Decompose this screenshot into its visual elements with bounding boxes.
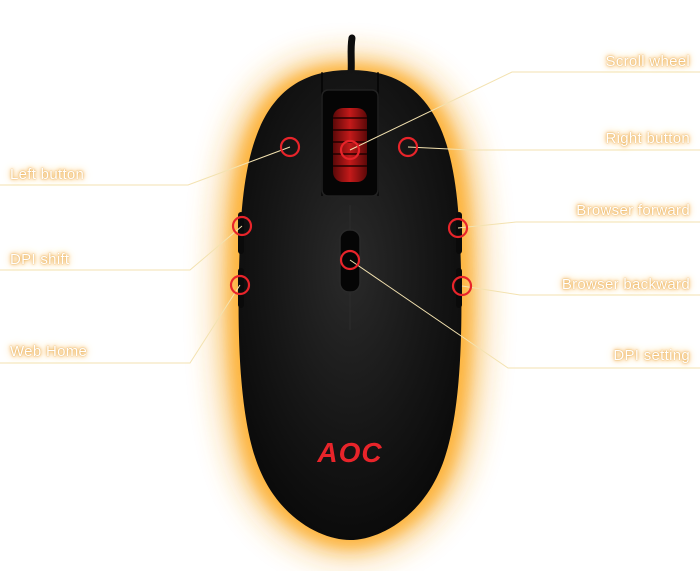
label-left-button: Left button [10,166,85,183]
label-browser-forward: Browser forward [576,202,690,219]
marker-browser-forward [447,217,469,239]
marker-dpi-setting [339,249,361,271]
label-browser-backward: Browser backward [561,276,690,293]
leader-dpi-shift [0,225,243,271]
side-button-right-upper[interactable] [456,212,462,254]
dpi-button[interactable] [339,229,361,293]
side-button-left-upper[interactable] [238,212,244,254]
mouse-cable [347,34,356,78]
leader-scroll-wheel [349,71,700,151]
leader-lines [0,71,700,369]
label-scroll-wheel: Scroll wheel [605,53,690,70]
leader-right-button [407,146,700,151]
markers [229,136,473,297]
leader-browser-backward [461,285,700,296]
leader-browser-forward [457,221,700,229]
marker-left-button [279,136,301,158]
marker-browser-backward [451,275,473,297]
leader-dpi-setting [349,259,700,369]
marker-web-home [229,274,251,296]
marker-right-button [397,136,419,158]
label-right-button: Right button [605,130,690,147]
scroll-wheel[interactable] [333,108,367,182]
leader-left-button [0,146,291,186]
leader-web-home [0,284,241,364]
label-web-home: Web Home [10,343,88,360]
marker-dpi-shift [231,215,253,237]
side-button-left-lower[interactable] [238,268,244,308]
marker-scroll-wheel [339,139,361,161]
aoc-logo: AOC [316,437,382,468]
side-button-right-lower[interactable] [456,268,462,308]
label-dpi-shift: DPI shift [10,251,70,268]
label-dpi-setting: DPI setting [613,347,690,364]
